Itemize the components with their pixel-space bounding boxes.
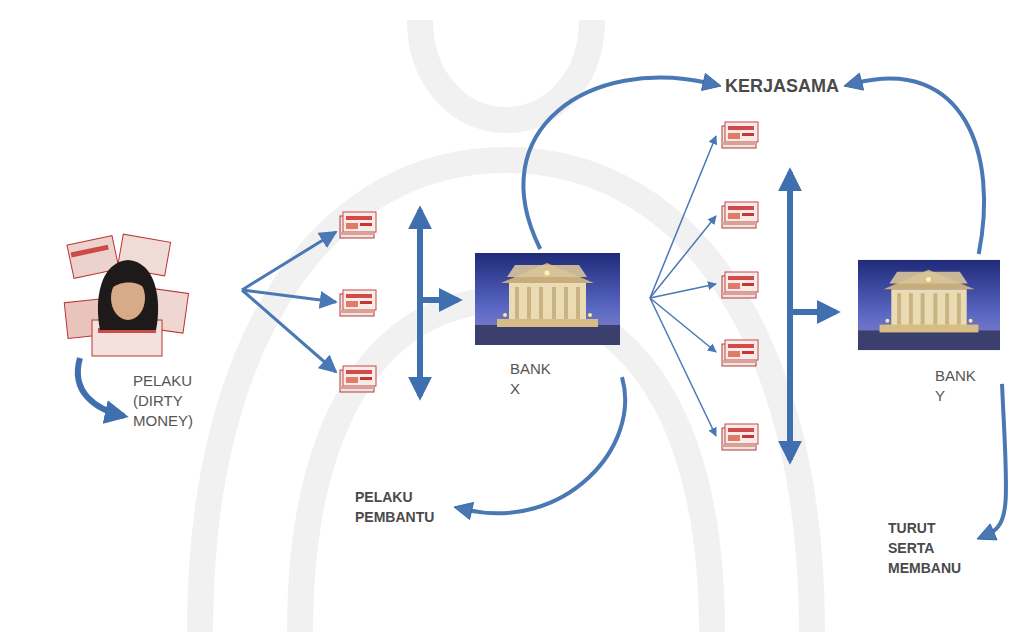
perpetrator-picture [64, 234, 188, 356]
connector-line [523, 78, 709, 249]
integration-bracket [790, 172, 836, 460]
role-label: PELAKU PEMBANTU [355, 487, 450, 527]
relation-label: KERJASAMA [725, 76, 840, 96]
bank-picture [475, 253, 620, 345]
curved-connector [844, 73, 984, 254]
money-packets [722, 122, 758, 450]
connector-line [856, 79, 984, 254]
split-arrows [242, 232, 336, 372]
node-text: KERJASAMA [725, 76, 839, 96]
curved-connector [454, 377, 625, 519]
arrowhead [454, 503, 473, 520]
curved-connector [977, 384, 1006, 540]
node-caption: BANK Y [935, 366, 985, 406]
bank-picture [858, 260, 1000, 350]
node-caption: PELAKU (DIRTY MONEY) [133, 371, 208, 431]
node-caption: BANK X [510, 359, 560, 399]
curved-connector [523, 73, 721, 249]
perpetrator-node: PELAKU (DIRTY MONEY) [66, 235, 208, 431]
bank-node: BANK X [475, 253, 620, 399]
money-packets [340, 212, 376, 392]
connector-line [466, 377, 625, 513]
arrowhead [844, 73, 864, 90]
role-label: TURUT SERTA MEMBANU [888, 518, 973, 578]
bank-node: BANK Y [858, 258, 1000, 406]
arrowhead [977, 524, 997, 540]
node-text: TURUT SERTA MEMBANU [888, 518, 973, 578]
layering-arrows [650, 136, 716, 436]
placement-bracket [420, 210, 458, 396]
arrowhead [701, 73, 721, 90]
watermark [200, 20, 812, 632]
connector-line [988, 384, 1006, 534]
perpetrator-curved-arrow [78, 358, 124, 416]
node-text: PELAKU PEMBANTU [355, 487, 450, 527]
